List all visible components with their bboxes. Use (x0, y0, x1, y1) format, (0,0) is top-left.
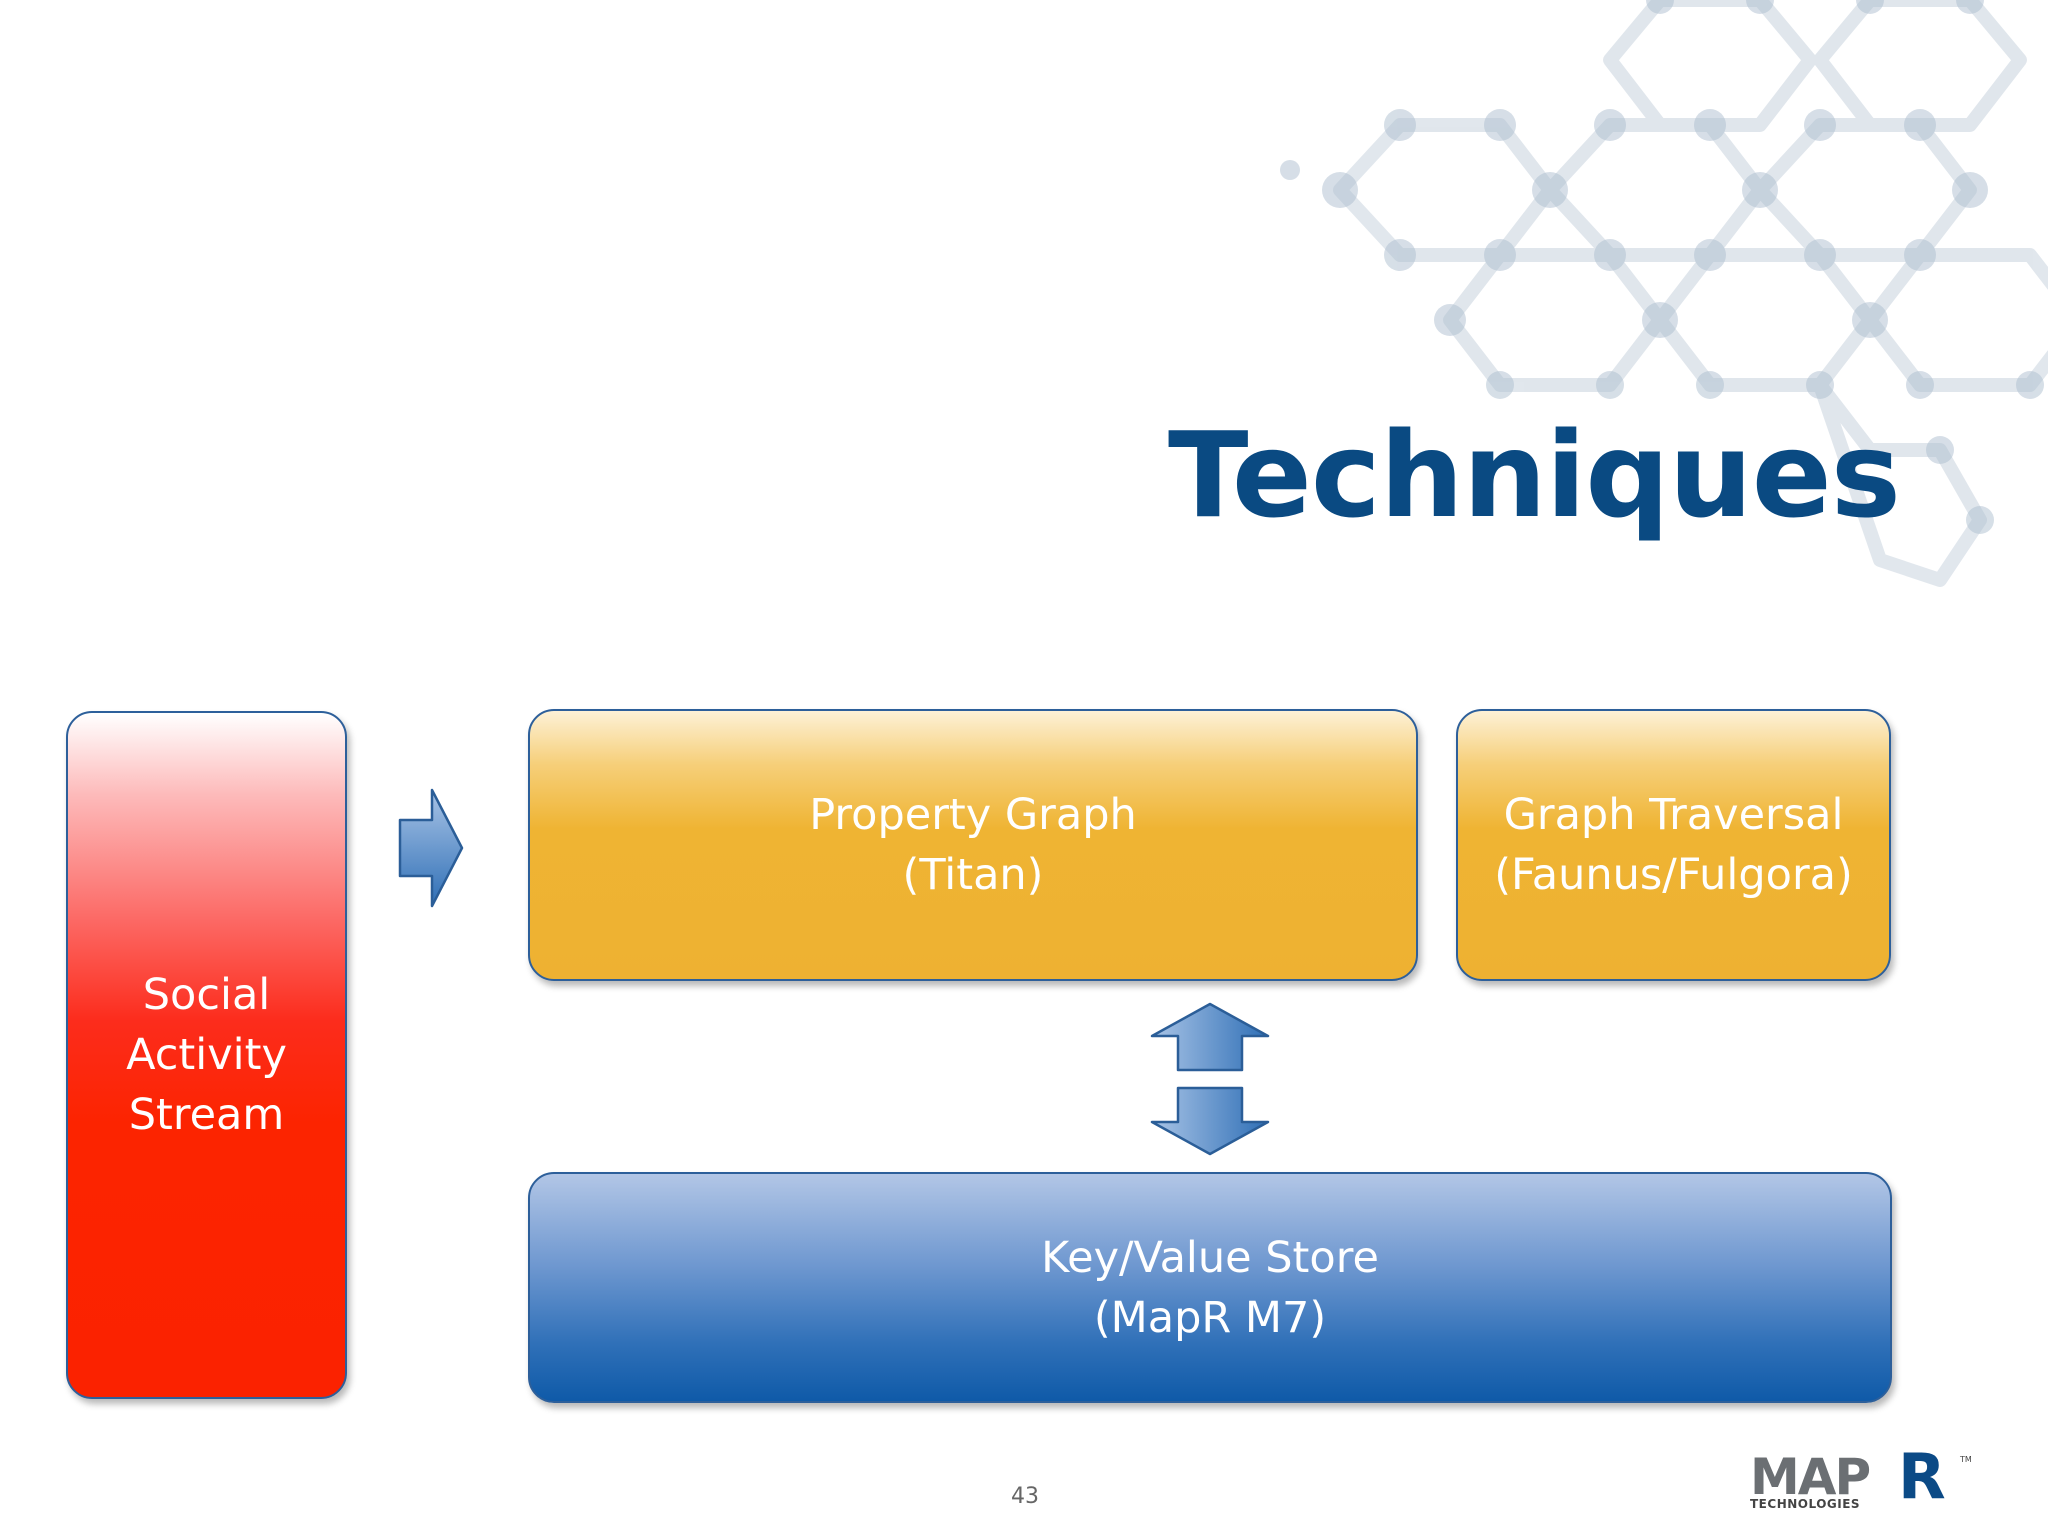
property-graph-line-1: Property Graph (809, 790, 1137, 840)
svg-text:TM: TM (1959, 1455, 1972, 1464)
page-number: 43 (1011, 1484, 1039, 1509)
slide-title: Techniques (1168, 406, 1901, 544)
right-arrow-icon (398, 788, 464, 908)
social-line-1: Social (142, 970, 271, 1020)
kv-store-line-1: Key/Value Store (1041, 1232, 1379, 1283)
svg-text:R: R (1898, 1450, 1946, 1512)
key-value-store-box: Key/Value Store (MapR M7) (528, 1172, 1892, 1403)
graph-traversal-line-1: Graph Traversal (1503, 790, 1844, 840)
graph-traversal-box: Graph Traversal (Faunus/Fulgora) (1456, 709, 1891, 981)
property-graph-line-2: (Titan) (902, 850, 1044, 900)
svg-text:TECHNOLOGIES: TECHNOLOGIES (1750, 1497, 1860, 1511)
up-arrow-icon (1150, 1002, 1270, 1072)
graph-traversal-line-2: (Faunus/Fulgora) (1494, 850, 1853, 900)
social-activity-stream-box: Social Activity Stream (66, 711, 347, 1399)
social-line-2: Activity (126, 1030, 287, 1080)
social-line-3: Stream (128, 1090, 285, 1140)
mapr-logo: MAP R TECHNOLOGIES TM (1750, 1450, 1972, 1512)
kv-store-line-2: (MapR M7) (1093, 1292, 1327, 1343)
svg-text:MAP: MAP (1750, 1450, 1869, 1506)
property-graph-box: Property Graph (Titan) (528, 709, 1418, 981)
down-arrow-icon (1150, 1086, 1270, 1156)
